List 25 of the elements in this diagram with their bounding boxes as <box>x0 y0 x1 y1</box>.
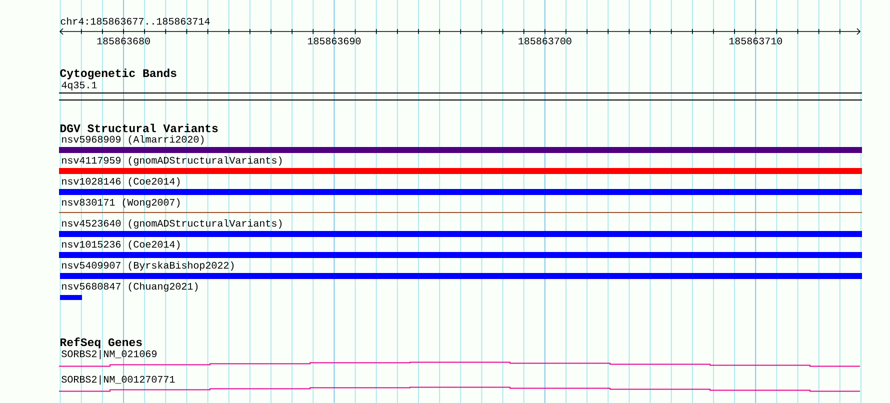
gene-feature: SORBS2|NM_001270771 <box>58 375 860 392</box>
node-label: nsv5680847 (Chuang2021) <box>62 282 198 292</box>
variant-feature: nsv1028146 (Coe2014) <box>59 177 862 195</box>
node-label: nsv1015236 (Coe2014) <box>62 240 180 250</box>
node-label: nsv4117959 (gnomADStructuralVariants) <box>62 156 282 166</box>
tick-label: 185863710 <box>729 38 782 44</box>
variant-feature: nsv5680847 (Chuang2021) <box>60 282 198 300</box>
node-label: nsv4523640 (gnomADStructuralVariants) <box>62 219 282 229</box>
track-heading: DGV Structural Variants <box>60 124 218 132</box>
node-label: nsv1028146 (Coe2014) <box>62 177 180 187</box>
variant-feature: nsv4523640 (gnomADStructuralVariants) <box>59 219 862 237</box>
variant-feature: nsv5409907 (ByrskaBishop2022) <box>60 261 862 279</box>
region-label: chr4:185863677..185863714 <box>60 17 210 25</box>
tick-label: 185863700 <box>518 38 572 44</box>
node-label: nsv5409907 (ByrskaBishop2022) <box>62 261 234 271</box>
variant-feature: nsv830171 (Wong2007) <box>58 198 862 213</box>
tick-label: 185863690 <box>308 38 361 44</box>
variant-feature: nsv5968909 (Almarri2020) <box>59 135 862 153</box>
node-label: nsv5968909 (Almarri2020) <box>62 135 204 145</box>
tick-label: 185863680 <box>97 38 150 44</box>
cytoband-feature: 4q35.1 <box>58 82 862 100</box>
variant-feature: nsv4117959 (gnomADStructuralVariants) <box>59 156 862 174</box>
variant-feature: nsv1015236 (Coe2014) <box>59 240 862 258</box>
track-heading: RefSeq Genes <box>60 338 142 348</box>
gene-feature: SORBS2|NM_021069 <box>58 350 860 367</box>
